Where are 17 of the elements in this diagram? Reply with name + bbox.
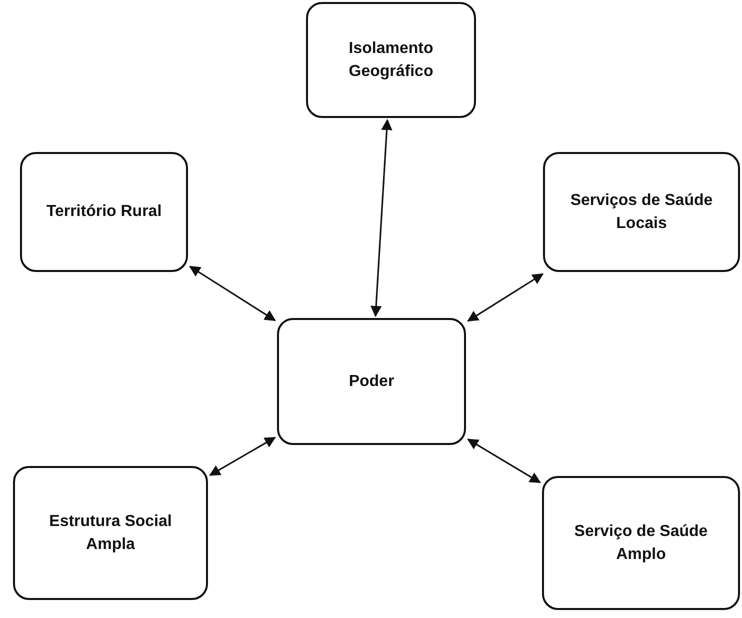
- double-arrow: [189, 266, 276, 322]
- box-label: Serviço de Saúde Amplo: [573, 522, 709, 565]
- rounded-box: [20, 152, 188, 272]
- rounded-box: [543, 152, 740, 272]
- rounded-box: [306, 2, 476, 118]
- box-label: Poder: [348, 372, 394, 392]
- box-label: Serviços de Saúde Locais: [569, 190, 714, 234]
- rounded-box: [277, 318, 466, 445]
- double-arrow: [209, 436, 276, 476]
- rounded-box: [13, 466, 208, 600]
- rounded-box: [542, 476, 740, 610]
- box-label: Estrutura Social Ampla: [48, 512, 173, 555]
- double-arrow: [467, 273, 544, 322]
- box-label: Território Rural: [46, 202, 162, 222]
- box-label: Isolamento Geográfico: [348, 38, 434, 82]
- double-arrow: [370, 118, 392, 318]
- double-arrow: [467, 438, 541, 484]
